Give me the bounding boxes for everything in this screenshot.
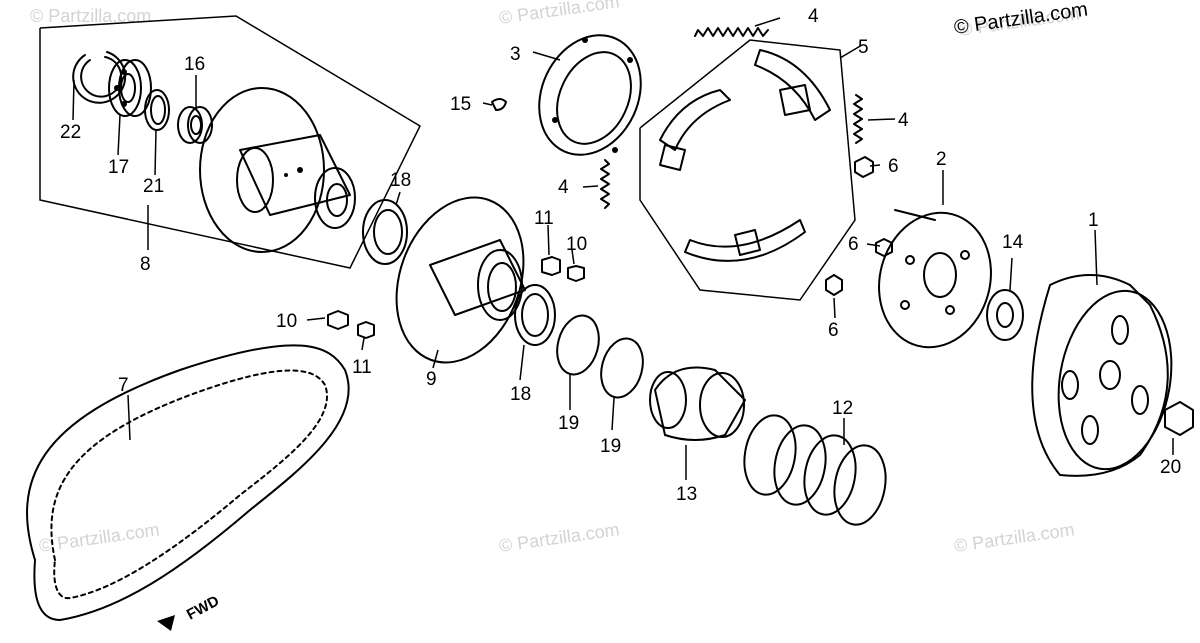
callout-5: 5 (858, 37, 869, 58)
callout-21: 21 (143, 176, 164, 197)
callout-17: 17 (108, 157, 129, 178)
callout-8: 8 (140, 254, 151, 275)
part-4-spring-right (853, 94, 863, 144)
part-19-o-ring (600, 337, 644, 399)
callout-13: 13 (676, 484, 697, 505)
callout-6: 6 (848, 234, 859, 255)
part-21-ring (144, 89, 170, 131)
part-6-nut (854, 156, 874, 178)
callout-14: 14 (1002, 232, 1024, 253)
callout-15: 15 (450, 94, 471, 115)
copyright-notice: © Partzilla.com (953, 0, 1090, 39)
part-9-movable-face (395, 196, 526, 364)
callout-1: 1 (1088, 210, 1099, 231)
callout-20: 20 (1160, 457, 1181, 478)
callout-4: 4 (898, 110, 909, 131)
part-20-nut (1164, 401, 1194, 436)
callout-2: 2 (936, 149, 947, 170)
callout-labels: 1 2 3 4 4 4 5 6 6 6 7 8 9 10 10 11 11 12… (60, 6, 1181, 505)
callout-10: 10 (276, 311, 297, 332)
callout-16: 16 (184, 54, 205, 75)
part-13-collar (649, 366, 746, 441)
callout-7: 7 (118, 375, 129, 396)
callout-11: 11 (534, 208, 554, 229)
part-18-seal (514, 284, 556, 346)
callout-4: 4 (808, 6, 819, 27)
callout-4: 4 (558, 177, 569, 198)
watermark: © Partzilla.com (30, 6, 151, 26)
callout-3: 3 (510, 44, 521, 65)
part-11-collar (357, 321, 375, 339)
part-3-clutch-plate (538, 34, 642, 156)
fwd-label: FWD (184, 592, 222, 623)
part-6-nut (825, 274, 843, 296)
part-18-seal (362, 199, 408, 265)
watermark: © Partzilla.com (498, 519, 621, 556)
clutch-shoes-group-outline (639, 39, 856, 301)
part-8-driven-face (199, 87, 356, 253)
part-16-seal (177, 106, 213, 144)
callout-18: 18 (390, 170, 411, 191)
callout-19: 19 (558, 413, 579, 434)
callout-19: 19 (600, 436, 621, 457)
part-2-drive-plate (878, 209, 992, 349)
part-15-clip (491, 98, 507, 111)
watermark: © Partzilla.com (38, 519, 161, 556)
fwd-arrow: FWD (157, 592, 222, 631)
part-17-bearing (108, 59, 152, 117)
part-22-circlip (72, 51, 127, 104)
part-12-spring (743, 414, 887, 526)
part-10-bolt (327, 310, 349, 330)
leader-lines (72, 17, 1174, 480)
callout-6: 6 (888, 156, 899, 177)
callout-12: 12 (832, 398, 853, 419)
part-11-collar (541, 256, 561, 276)
callout-9: 9 (426, 369, 437, 390)
part-4-spring-top (694, 27, 769, 37)
part-10-bolt (567, 265, 585, 282)
callout-22: 22 (60, 122, 81, 143)
watermarks: © Partzilla.com © Partzilla.com © Partzi… (30, 0, 1081, 556)
watermark: © Partzilla.com (498, 0, 621, 28)
driven-pulley-group-outline (39, 15, 421, 269)
part-7-drive-belt (26, 344, 350, 621)
watermark: © Partzilla.com (953, 519, 1076, 556)
part-1-clutch-outer (1031, 274, 1173, 477)
callout-10: 10 (566, 234, 587, 255)
part-14-washer (986, 289, 1024, 341)
part-6-nut (875, 238, 893, 257)
callout-11: 11 (352, 357, 372, 378)
part-5-clutch-shoes (659, 49, 831, 262)
part-4-spring-left (600, 159, 610, 209)
part-19-o-ring (556, 314, 600, 376)
callout-18: 18 (510, 384, 531, 405)
callout-6: 6 (828, 320, 839, 341)
